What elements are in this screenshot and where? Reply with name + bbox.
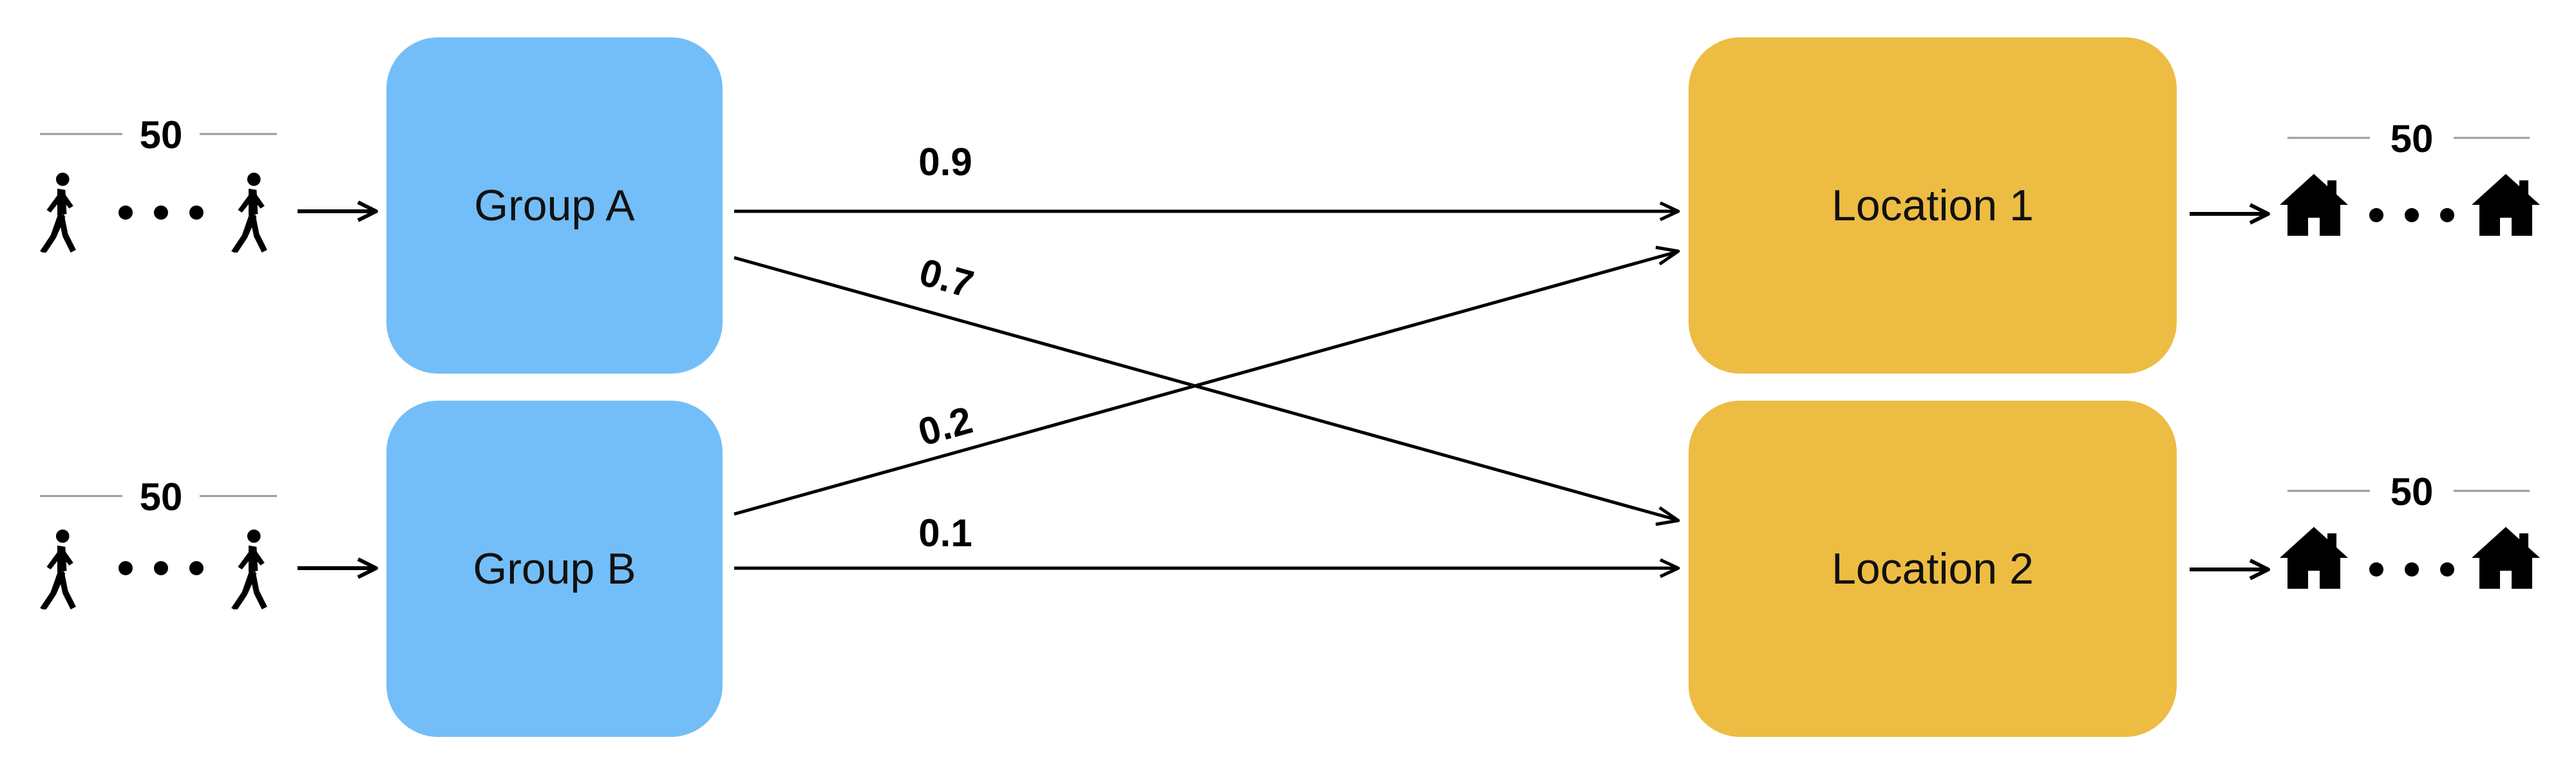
arrow-from-location-2 — [2190, 558, 2270, 580]
location-1-label: Location 1 — [1832, 181, 2034, 230]
location-1-count: 50 — [2391, 117, 2434, 160]
group-b-label: Group B — [473, 544, 636, 593]
walking-person-icon — [40, 530, 76, 609]
ellipsis-dots — [118, 205, 204, 220]
group-a-population: 50 — [40, 113, 378, 253]
house-icon — [2280, 527, 2348, 589]
arrow-to-group-a — [298, 200, 378, 222]
location-2-capacity: 50 — [2190, 470, 2540, 589]
location-1-box: Location 1 — [1689, 37, 2177, 374]
edge-label: 0.9 — [918, 140, 972, 184]
arrow-from-location-1 — [2190, 203, 2270, 225]
edge-label: 0.2 — [914, 398, 977, 454]
group-a-box: Group A — [386, 37, 723, 374]
house-icon — [2472, 174, 2540, 236]
location-2-label: Location 2 — [1832, 544, 2034, 593]
arrow-to-group-b — [298, 557, 378, 579]
group-b-count: 50 — [140, 475, 183, 519]
group-a-count: 50 — [140, 113, 183, 157]
edge-group-b-location-2: 0.1 — [734, 511, 1680, 578]
house-icon — [2472, 527, 2540, 589]
ellipsis-dots — [2369, 208, 2454, 222]
edge-group-b-location-1: 0.2 — [734, 245, 1680, 516]
edge-label: 0.1 — [918, 511, 972, 555]
group-b-population: 50 — [40, 475, 378, 609]
location-2-count: 50 — [2391, 470, 2434, 513]
location-2-box: Location 2 — [1689, 401, 2177, 737]
edge-group-a-location-1: 0.9 — [734, 140, 1680, 222]
group-a-label: Group A — [474, 181, 635, 230]
walking-person-icon — [231, 173, 267, 253]
walking-person-icon — [40, 173, 76, 253]
edge-label: 0.7 — [915, 250, 978, 306]
walking-person-icon — [231, 530, 267, 609]
location-1-capacity: 50 — [2190, 117, 2540, 236]
ellipsis-dots — [2369, 562, 2454, 577]
group-b-box: Group B — [386, 401, 723, 737]
ellipsis-dots — [118, 561, 204, 575]
house-icon — [2280, 174, 2348, 236]
